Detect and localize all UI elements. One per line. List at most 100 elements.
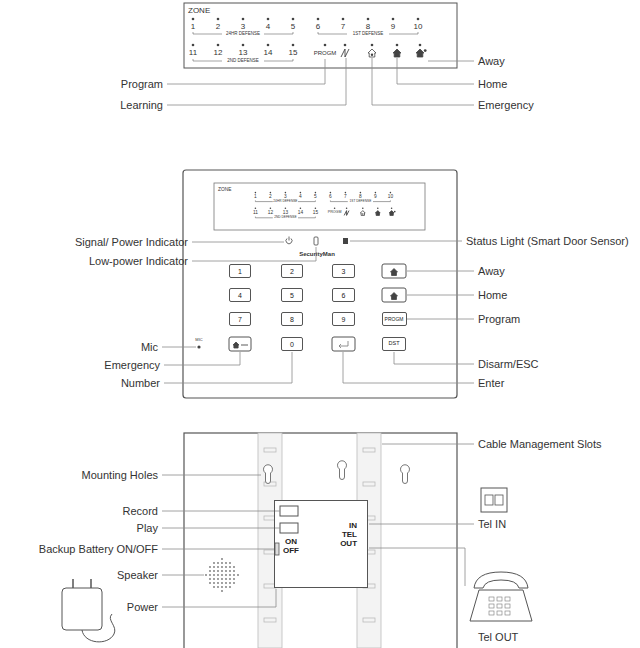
led-dot [217,44,220,47]
callout-label: Home [478,290,507,301]
speaker-hole [229,578,231,580]
speaker-hole [221,570,223,572]
speaker-hole [213,574,215,576]
leader-line [167,58,346,105]
telephone-key [497,597,502,601]
defense-label: 1ST DEFENSE [353,32,384,37]
keypad-key: 1 [229,264,251,278]
speaker-hole [213,586,215,588]
away-key [382,264,406,278]
away-icon-person [394,211,396,213]
leader-line [162,475,261,476]
leader-line [407,295,474,296]
key-text: 8 [290,316,294,323]
away-icon [416,49,424,57]
led-dot [255,207,257,209]
callout-label: Away [478,56,505,67]
led-dot [270,207,272,209]
speaker-hole [229,562,231,564]
zone-number: 7 [341,23,345,31]
jack-port [495,495,503,505]
speaker-hole [229,566,231,568]
callout-label: Mounting Holes [82,470,158,481]
led-dot [396,44,399,47]
compartment-text: IN TEL OUT [340,521,357,549]
leader-line [407,319,474,320]
speaker-hole [233,566,235,568]
tel-in-jack [481,488,507,512]
home-key [382,288,406,302]
zone-number: 15 [289,49,298,57]
keypad-key: 4 [229,288,251,302]
emergency-icon [360,211,365,216]
led-dot [371,44,374,47]
keypad-key: 0 [281,337,303,351]
speaker-hole [217,570,219,572]
keypad-key: 2 [281,264,303,278]
leader-line [394,352,474,364]
cable-slot-tab [363,448,375,452]
speaker-hole [233,582,235,584]
leader-line [343,352,474,383]
speaker-hole [233,570,235,572]
led-dot [315,192,317,194]
speaker-hole [221,574,223,576]
led-dot [255,192,257,194]
callout-label: Mic [141,342,158,353]
callout-label: Speaker [117,570,158,581]
zone-number: 2 [216,23,220,31]
leader-line [350,241,462,242]
leader-line [162,589,276,607]
battery-compartment: ON OFFIN TEL OUT [274,500,368,588]
zone-number: 9 [374,195,377,200]
led-dot [285,207,287,209]
keypad-key: 6 [332,288,355,302]
led-dot [300,192,302,194]
keypad-key: DST [382,337,406,351]
mounting-hole [264,465,273,484]
program-indicator: PROGM [328,211,342,215]
speaker-hole [221,590,223,592]
led-dot [267,44,270,47]
learning-icon [344,211,349,216]
led-dot [330,192,332,194]
home-key-icon [391,293,398,300]
led-dot [360,192,362,194]
leader-line [369,548,465,586]
speaker-hole [209,566,211,568]
leader-line [162,575,204,576]
led-dot [345,192,347,194]
leader-line [164,352,292,383]
key-text: 1 [238,268,242,275]
leader-line [372,58,474,105]
callout-label: Backup Battery ON/OFF [39,544,158,555]
emergency-key [229,337,251,351]
zone-number: 9 [391,23,395,31]
speaker-hole [225,566,227,568]
away-icon-person [424,49,427,52]
leader-line [167,59,325,84]
defense-label: 1ST DEFENSE [350,200,372,203]
led-dot [267,18,270,21]
speaker-hole [225,562,227,564]
key-text: 0 [290,341,294,348]
led-dot [292,18,295,21]
away-icon [389,211,394,216]
telephone-key [489,597,494,601]
keypad-key: PROGM [382,312,407,326]
mounting-hole [400,465,409,484]
led-dot [292,44,295,47]
callout-label: Status Light (Smart Door Sensor) [466,236,629,247]
zone-number: 7 [344,195,347,200]
key-text: PROGM [385,317,404,322]
callout-label: Enter [478,378,504,389]
compartment-ground [274,500,368,588]
led-dot [367,18,370,21]
led-dot [375,192,377,194]
speaker-hole [213,570,215,572]
speaker-hole [221,562,223,564]
mounting-hole [338,461,347,480]
key-text: 6 [342,292,346,299]
zone-number: 11 [189,49,197,57]
zone-number: 1 [254,195,257,200]
